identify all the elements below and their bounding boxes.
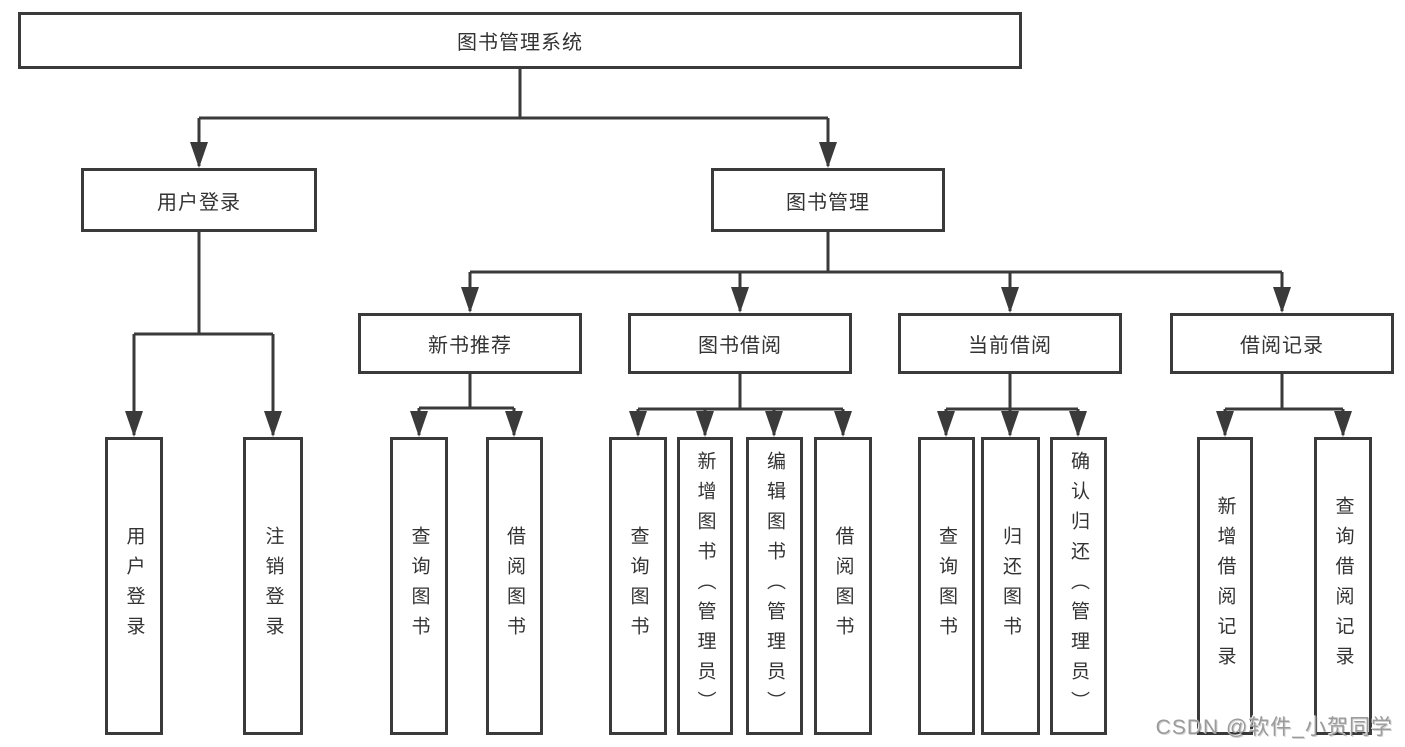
leaf-label: 查询借阅记录 — [1332, 496, 1354, 676]
leaf-label: 编辑图书（管理员） — [764, 451, 785, 721]
node-bb-query-books: 查询图书 — [609, 437, 667, 735]
node-nb-borrow-books: 借阅图书 — [486, 437, 543, 735]
leaf-label: 新增图书（管理员） — [694, 451, 716, 721]
node-bb-borrow-books: 借阅图书 — [814, 437, 872, 735]
node-nb-query-books: 查询图书 — [390, 437, 448, 735]
node-br-add-record: 新增借阅记录 — [1197, 437, 1253, 735]
csdn-watermark: CSDN @软件_小贺同学 — [1155, 716, 1393, 739]
node-user-login-leaf: 用户登录 — [105, 437, 163, 735]
node-book-borrowing: 图书借阅 — [628, 313, 852, 374]
leaf-label: 确认归还（管理员） — [1068, 451, 1089, 721]
leaf-label: 注销登录 — [262, 526, 284, 646]
node-cb-confirm-return-admin: 确认归还（管理员） — [1050, 437, 1107, 735]
leaf-label: 查询图书 — [627, 526, 649, 646]
leaf-label: 用户登录 — [123, 526, 145, 646]
node-cb-query-books: 查询图书 — [918, 437, 975, 735]
node-logout-leaf: 注销登录 — [243, 437, 303, 735]
node-br-query-record: 查询借阅记录 — [1314, 437, 1372, 735]
node-current-borrowing: 当前借阅 — [898, 313, 1122, 374]
node-borrowing-records: 借阅记录 — [1170, 313, 1394, 374]
node-bb-add-books-admin: 新增图书（管理员） — [677, 437, 733, 735]
node-bb-edit-books-admin: 编辑图书（管理员） — [746, 437, 803, 735]
leaf-label: 新增借阅记录 — [1214, 496, 1236, 676]
node-book-management-branch: 图书管理 — [711, 168, 945, 232]
arrowheads — [125, 142, 1352, 437]
node-user-login-branch: 用户登录 — [81, 168, 317, 232]
leaf-label: 借阅图书 — [832, 526, 854, 646]
leaf-label: 借阅图书 — [504, 526, 525, 646]
node-new-book-recommend: 新书推荐 — [358, 313, 582, 374]
leaf-label: 归还图书 — [1000, 526, 1021, 646]
node-root-system: 图书管理系统 — [18, 12, 1022, 69]
leaf-label: 查询图书 — [936, 526, 957, 646]
node-cb-return-books: 归还图书 — [981, 437, 1040, 735]
leaf-label: 查询图书 — [408, 526, 430, 646]
